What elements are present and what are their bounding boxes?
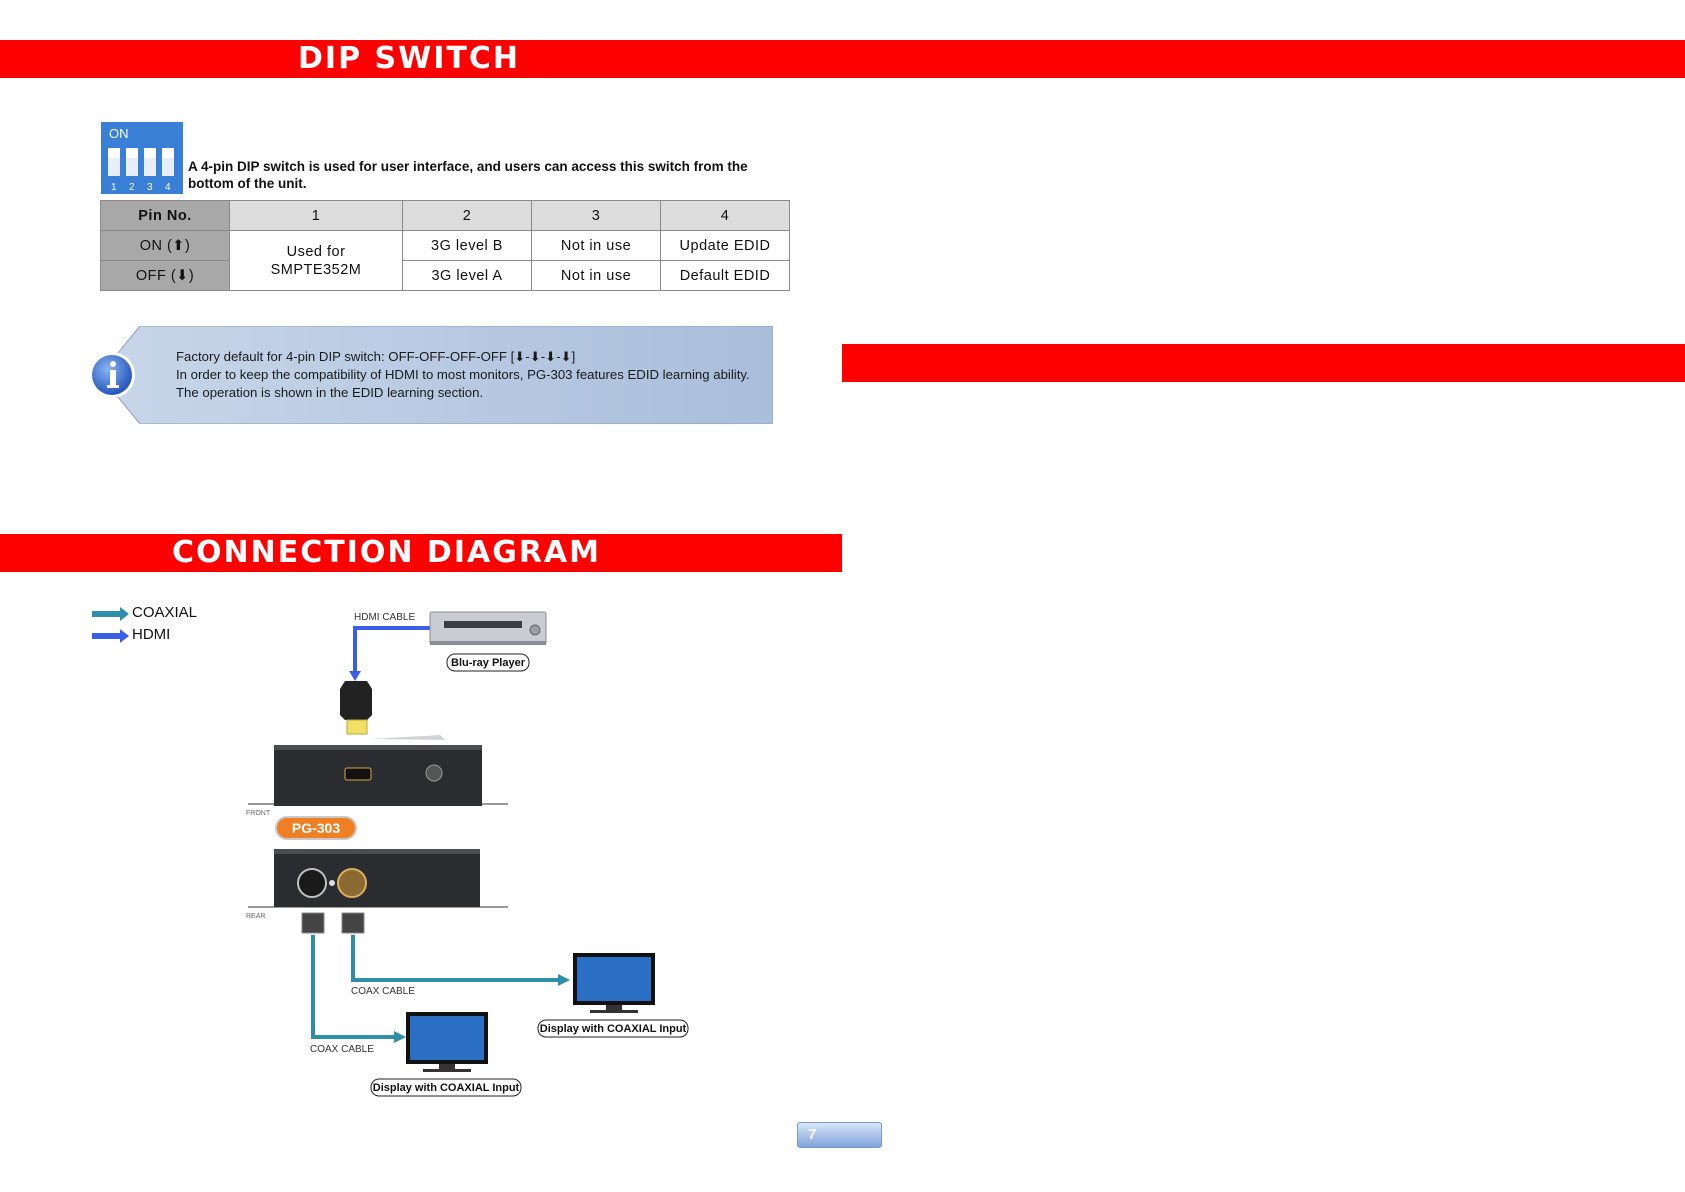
bluray-label: Blu-ray Player xyxy=(451,657,526,669)
table-header-cell: 4 xyxy=(660,200,790,231)
svg-text:4: 4 xyxy=(165,182,171,193)
info-icon xyxy=(89,352,135,398)
display-1-label-badge xyxy=(537,1019,689,1038)
bluray-player-icon xyxy=(429,611,547,645)
pin1-merged-cell: Used for SMPTE352M xyxy=(229,230,403,291)
connection-diagram-title: CONNECTION DIAGRAM xyxy=(172,535,602,570)
right-page-banner xyxy=(842,344,1685,382)
hdmi-cable-label: HDMI CABLE xyxy=(354,612,415,623)
off-row-label: OFF (⬇) xyxy=(100,260,230,291)
table-row: OFF (⬇) 3G level A Not in use Default ED… xyxy=(100,260,790,291)
table-row: ON (⬆) Used for SMPTE352M 3G level B Not… xyxy=(100,230,790,291)
svg-text:3: 3 xyxy=(147,182,153,193)
table-header-cell: 3 xyxy=(531,200,661,231)
rear-label: REAR xyxy=(246,913,265,920)
page-number: 7 xyxy=(808,1126,817,1143)
dip-switch-title: DIP SWITCH xyxy=(298,41,520,76)
pg303-rear-unit xyxy=(248,849,508,908)
hdmi-cable-line xyxy=(353,626,430,675)
table-header-cell: 1 xyxy=(229,200,403,231)
table-cell: Not in use xyxy=(531,230,661,261)
hdmi-plug-icon xyxy=(340,681,372,735)
coax-cable-1-line xyxy=(351,935,562,982)
coaxial-arrow-icon xyxy=(92,607,129,621)
legend-coaxial-label: COAXIAL xyxy=(132,604,198,621)
info-note-box xyxy=(89,326,773,424)
front-label: FRONT xyxy=(246,810,271,817)
coax-connector-1-icon xyxy=(301,912,325,934)
table-header-cell: Pin No. xyxy=(100,200,230,231)
svg-text:ON: ON xyxy=(109,126,129,141)
model-badge xyxy=(275,816,357,840)
pg303-front-unit xyxy=(248,735,508,806)
table-header-cell: 2 xyxy=(402,200,532,231)
table-cell: 3G level A xyxy=(402,260,532,291)
svg-text:1: 1 xyxy=(111,182,117,193)
table-cell: Default EDID xyxy=(660,260,790,291)
note-line-2: In order to keep the compatibility of HD… xyxy=(176,367,750,400)
coax-connector-2-icon xyxy=(341,912,365,934)
connection-diagram-banner: CONNECTION DIAGRAM xyxy=(0,534,842,572)
coax-cable-2-line xyxy=(311,935,398,1039)
legend-hdmi-label: HDMI xyxy=(132,626,171,643)
connection-diagram: HDMI CABLE Blu-ray Player FRONT PG-303 R… xyxy=(246,611,689,1097)
table-cell: Update EDID xyxy=(660,230,790,261)
coax-cable-1-label: COAX CABLE xyxy=(351,986,415,997)
table-cell: 3G level B xyxy=(402,230,532,261)
page-number-badge: 7 xyxy=(797,1122,882,1148)
display-1-icon xyxy=(573,953,655,1013)
dip-intro-text: A 4-pin DIP switch is used for user inte… xyxy=(188,159,748,191)
dip-pin-table: Pin No. 1 2 3 4 ON (⬆) Used for SMPTE352… xyxy=(100,200,790,291)
coax-cable-2-label: COAX CABLE xyxy=(310,1044,374,1055)
display-2-icon xyxy=(406,1012,488,1072)
display-1-label: Display with COAXIAL Input xyxy=(540,1023,687,1035)
note-line-1: Factory default for 4-pin DIP switch: OF… xyxy=(176,349,576,364)
model-label: PG-303 xyxy=(292,820,340,836)
table-cell: Not in use xyxy=(531,260,661,291)
svg-text:2: 2 xyxy=(129,182,135,193)
bluray-label-badge xyxy=(446,653,530,672)
display-2-label-badge xyxy=(370,1078,522,1097)
table-row: Pin No. 1 2 3 4 xyxy=(100,200,790,231)
info-note-text: Factory default for 4-pin DIP switch: OF… xyxy=(176,348,766,402)
display-2-label: Display with COAXIAL Input xyxy=(373,1082,520,1094)
on-row-label: ON (⬆) xyxy=(100,230,230,261)
dip-switch-icon: ON 1 2 3 4 xyxy=(101,122,183,194)
dip-switch-banner: DIP SWITCH xyxy=(0,40,1685,78)
hdmi-arrow-icon xyxy=(92,629,129,643)
